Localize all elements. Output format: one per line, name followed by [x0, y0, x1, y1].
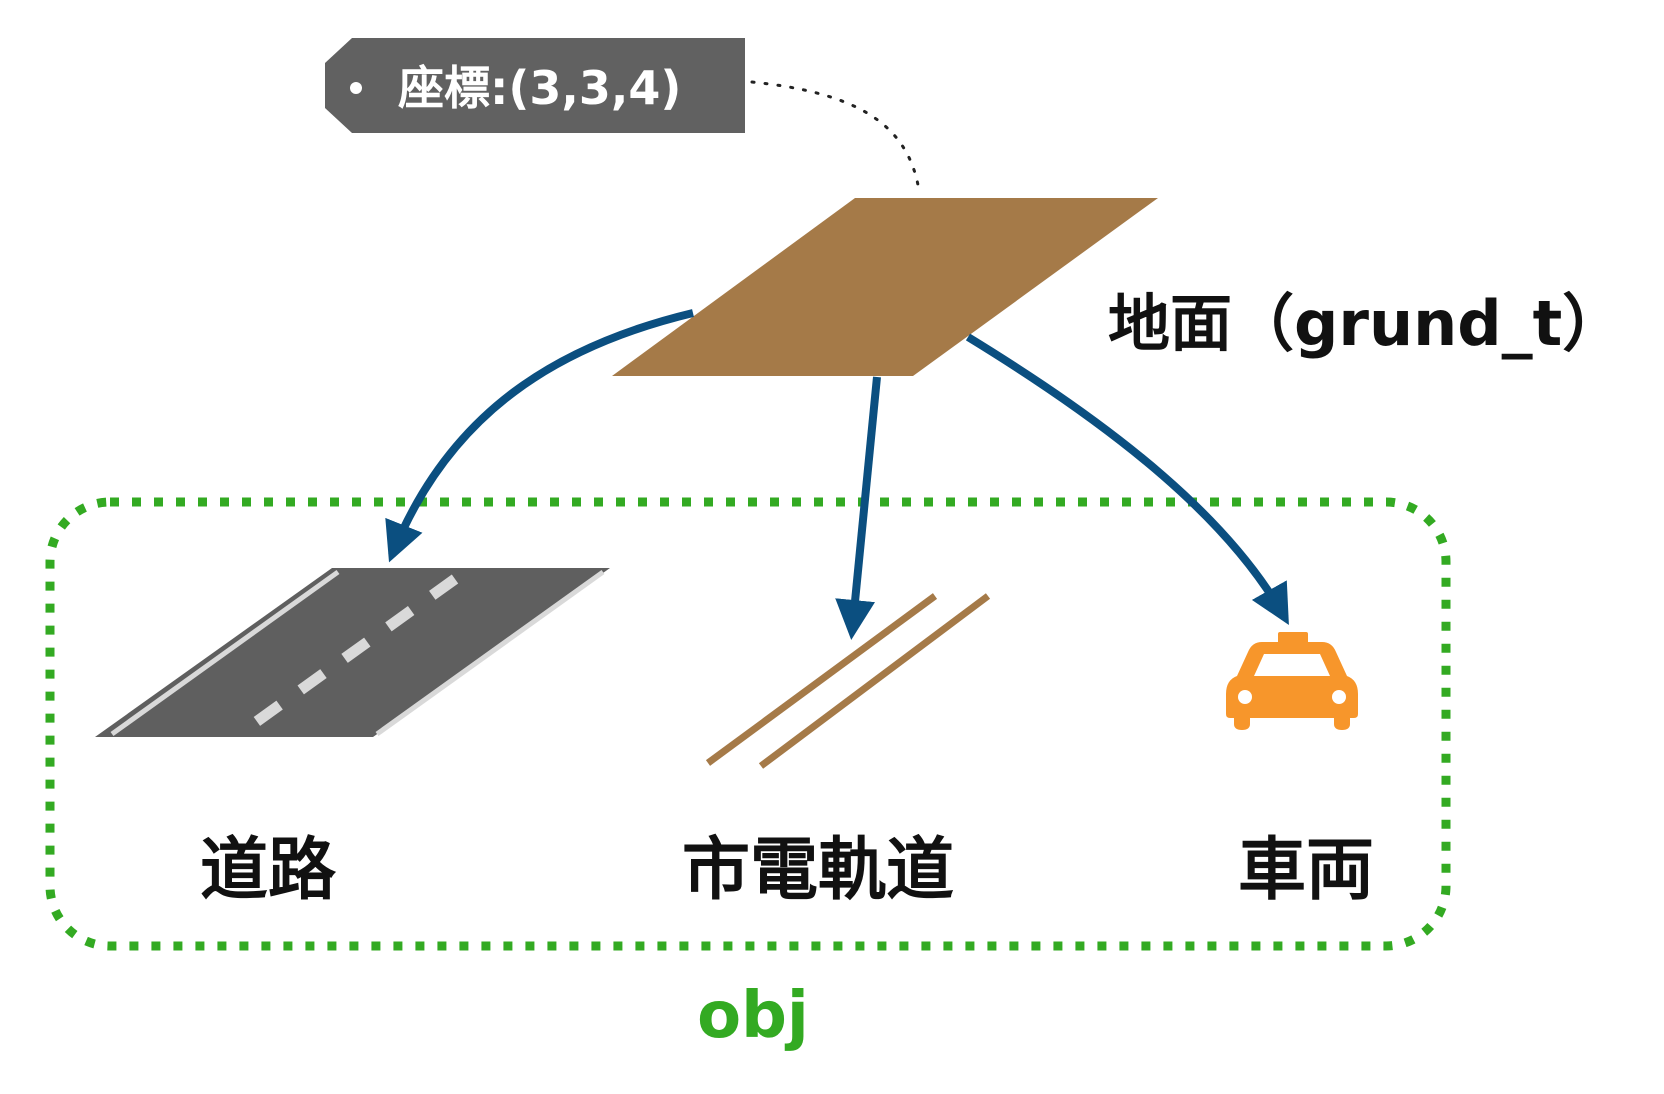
- coordinate-tag: 座標:(3,3,4): [325, 38, 745, 133]
- road-label: 道路: [200, 831, 337, 910]
- ground-label: 地面（grund_t）: [1108, 287, 1624, 360]
- road-icon: [95, 568, 610, 740]
- taxi-icon: [1226, 632, 1358, 730]
- tram-track-label: 市電軌道: [682, 831, 954, 910]
- arrow-to-vehicle: [965, 333, 1289, 625]
- coordinate-tag-text: 座標:(3,3,4): [398, 61, 681, 115]
- arrow-to-road: [385, 309, 694, 563]
- ground-tile: [612, 198, 1158, 376]
- obj-group-border: [45, 497, 1451, 951]
- arrow-to-tram-track: [835, 376, 881, 640]
- obj-group-label: obj: [697, 979, 809, 1053]
- tram-track-icon: [705, 593, 991, 769]
- coordinate-tag-shape: [325, 38, 745, 133]
- coordinate-tag-bullet: [350, 82, 362, 94]
- vehicle-label: 車両: [1238, 831, 1374, 910]
- tag-connector-line: [750, 80, 920, 187]
